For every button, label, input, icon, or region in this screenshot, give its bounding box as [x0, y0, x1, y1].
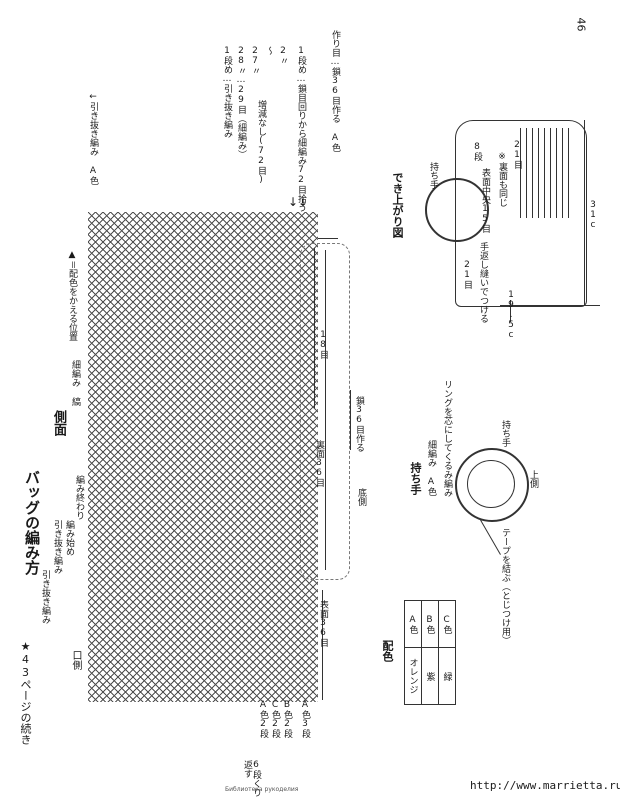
- eight-rows-label: 8段: [472, 142, 482, 161]
- slip-start-label-3: 引き抜き編み: [40, 570, 50, 624]
- front-36-label: 表面36目: [318, 600, 328, 647]
- row-instruction-5: 2〃: [278, 46, 288, 65]
- width-label: 31c: [588, 200, 598, 230]
- front-36-line: [322, 590, 323, 700]
- color-change-note: ▲＝配色をかえる位置: [67, 250, 77, 341]
- bottom-side-label: 底側: [356, 488, 366, 506]
- finished-handle-label: 持ち手: [428, 162, 438, 189]
- handle-inner-ring: [467, 460, 515, 508]
- twenty-one-b: 21目: [462, 260, 472, 289]
- row-instruction-6: 1段め…鎖目回りから細編み72目拾う: [296, 46, 306, 212]
- continued-note: ★43ページの続き: [19, 640, 32, 745]
- color-b-value: 紫: [421, 647, 439, 705]
- twenty-one-a: 21目: [512, 140, 522, 169]
- fold-attach-label: 手返し縫いでつける: [478, 242, 488, 323]
- color-c-key: C色: [438, 600, 456, 648]
- color-table-heading: 配色: [381, 640, 394, 662]
- handle-detail-label: 持ち手: [500, 420, 510, 447]
- stripe-pattern: [520, 128, 570, 218]
- row-instruction-4: 〜: [264, 46, 274, 55]
- handle-detail-sub: 細編み A色: [426, 440, 436, 496]
- stripe-c2: C色2段: [270, 700, 280, 738]
- chain-36-label: 鎖36目作る: [354, 396, 364, 452]
- footer-url[interactable]: http://www.marrietta.ru/: [470, 779, 620, 792]
- finished-handle-ring: [425, 178, 489, 242]
- row-instruction-1: 1段め…引き抜き編み: [222, 46, 232, 138]
- stripe-a3: A色3段: [300, 700, 310, 738]
- color-a-value: オレンジ: [404, 647, 422, 705]
- color-b-key: B色: [421, 600, 439, 648]
- handle-ring: [455, 448, 529, 522]
- bag-title: バッグの編み方: [23, 470, 41, 575]
- rows-side-label: 増減なし(72目): [256, 100, 266, 185]
- back-36-label: 裏面36目: [314, 440, 324, 487]
- stripe-b2: B色2段: [282, 700, 292, 738]
- upper-side-label: 上側: [528, 470, 538, 488]
- finished-title: でき上がり図: [391, 172, 404, 238]
- page-number: 46: [574, 17, 588, 32]
- color-table: A色 B色 C色 オレンジ 紫 緑: [404, 600, 456, 705]
- stripe-a2: A色2段: [258, 700, 268, 738]
- rows-repeat-label: 6段くり返す: [242, 760, 261, 797]
- chain-foundation-outline: [300, 243, 350, 580]
- row-instruction-3: 27〃: [250, 46, 260, 75]
- eighteen-stitch-bracket: [314, 248, 315, 408]
- handle-detail-title: 持ち手: [409, 462, 422, 495]
- footer-stamp: Библиотека рукоделия: [225, 786, 299, 793]
- back-same-label: ※裏面も同じ: [497, 152, 507, 207]
- center-15-label: 表面中央15目: [480, 168, 490, 233]
- back-36-line: [325, 250, 326, 570]
- row-instruction-2: 28〃…29目（細編み）: [236, 46, 246, 159]
- slip-end-label: 編み終わり: [74, 475, 84, 520]
- color-a-key: A色: [404, 600, 422, 648]
- color-c-value: 緑: [438, 647, 456, 705]
- slip-start-label-1: 引き抜き編み: [52, 520, 62, 574]
- slip-stitch-top-label: ←引き抜き編み A色: [88, 92, 98, 185]
- arrow-down-icon: ↓↓: [288, 195, 309, 209]
- slip-start-label-2: 編み始め: [64, 520, 74, 556]
- eighteen-label: 18目: [318, 330, 328, 359]
- height-label: 19.5c: [506, 290, 516, 340]
- row-instruction-7: 作り目…鎖36目作る A色: [330, 30, 340, 152]
- side-sub: 細編み 縞: [70, 360, 80, 406]
- mouth-side-label: 口側: [70, 650, 81, 670]
- side-label: 側面: [51, 410, 66, 436]
- ring-note: リングを芯にしてくるみ編み: [442, 380, 452, 497]
- tape-note: テープを結ぶ（とじつけ用）: [500, 528, 510, 645]
- single-crochet-grid: [88, 212, 318, 702]
- stitch-chart: [88, 212, 318, 702]
